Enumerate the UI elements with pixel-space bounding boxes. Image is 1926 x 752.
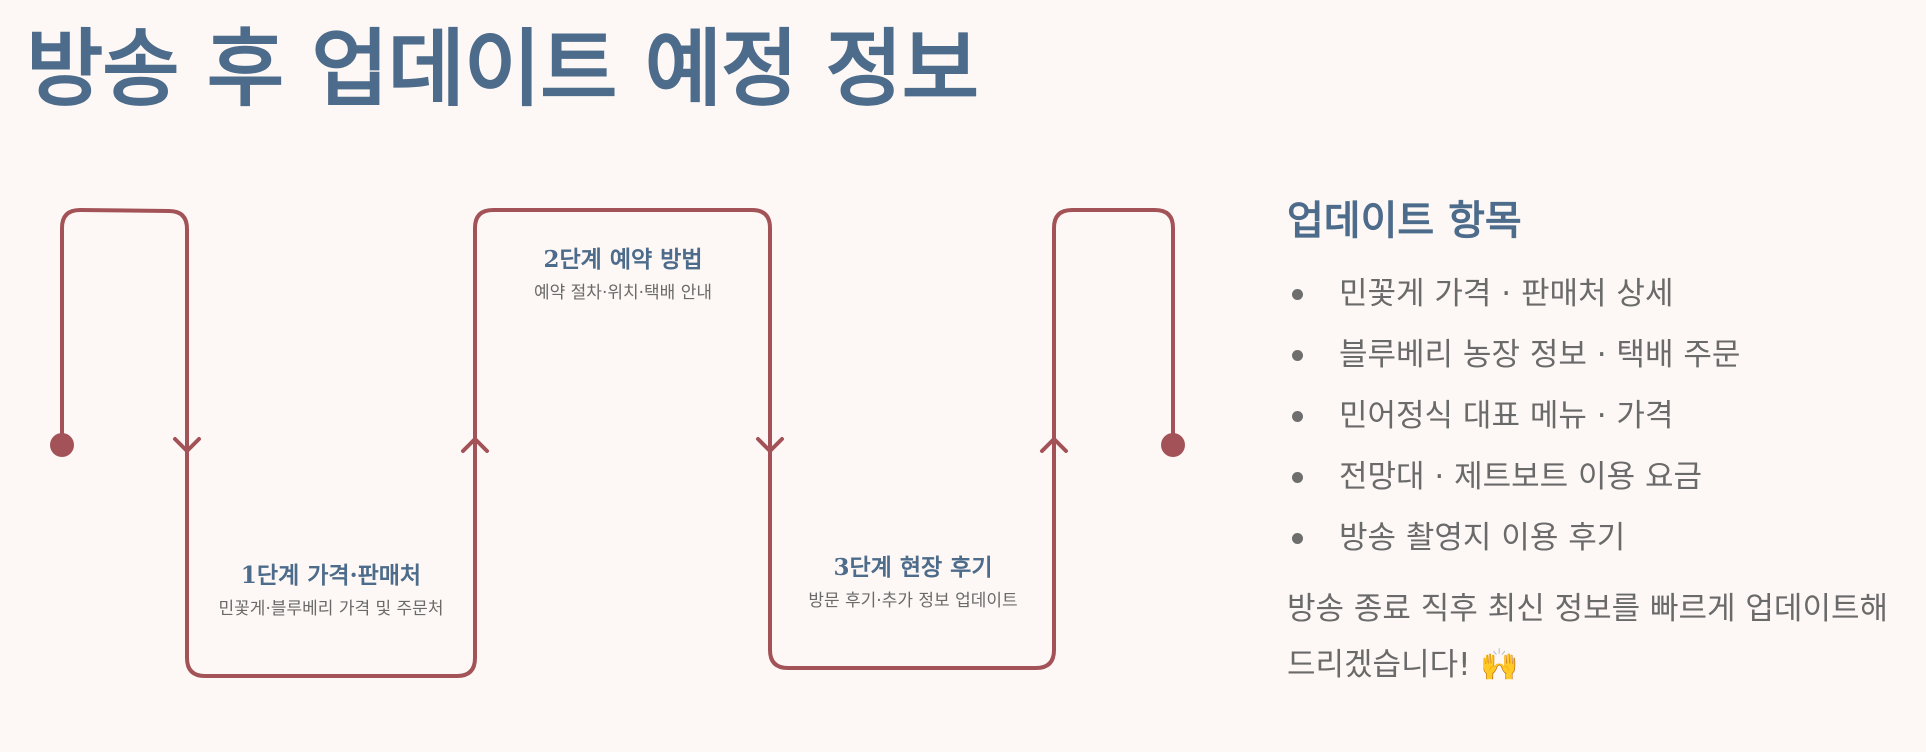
flow-start-dot: [50, 433, 74, 457]
update-panel: 업데이트 항목 민꽃게 가격 · 판매처 상세 블루베리 농장 정보 · 택배 …: [1287, 188, 1907, 693]
flow-end-dot: [1161, 433, 1185, 457]
list-item: 민어정식 대표 메뉴 · 가격: [1287, 396, 1907, 457]
arrow-up-icon: [461, 437, 489, 453]
list-item-label: 민꽃게 가격 · 판매처 상세: [1339, 276, 1674, 312]
list-item: 민꽃게 가격 · 판매처 상세: [1287, 274, 1907, 335]
list-item-label: 방송 촬영지 이용 후기: [1339, 520, 1626, 556]
bullet-icon: [1292, 411, 1303, 422]
step-title: 2단계 예약 방법: [543, 246, 703, 273]
arrow-down-icon: [756, 437, 784, 453]
flow-step-1: 1단계 가격·판매처 민꽃게·블루베리 가격 및 주문처: [218, 556, 444, 622]
page-title: 방송 후 업데이트 예정 정보: [26, 20, 979, 118]
bullet-icon: [1292, 289, 1303, 300]
bullet-icon: [1292, 472, 1303, 483]
update-list: 민꽃게 가격 · 판매처 상세 블루베리 농장 정보 · 택배 주문 민어정식 …: [1287, 274, 1907, 579]
list-item-label: 민어정식 대표 메뉴 · 가격: [1339, 398, 1674, 434]
arrow-up-icon: [1040, 437, 1068, 453]
step-description: 방문 후기·추가 정보 업데이트: [808, 591, 1018, 611]
list-item: 블루베리 농장 정보 · 택배 주문: [1287, 335, 1907, 396]
step-description: 민꽃게·블루베리 가격 및 주문처: [218, 599, 444, 619]
flow-line: [60, 208, 1175, 678]
list-item: 전망대 · 제트보트 이용 요금: [1287, 457, 1907, 518]
step-description: 예약 절차·위치·택배 안내: [533, 283, 712, 303]
list-item-label: 블루베리 농장 정보 · 택배 주문: [1339, 337, 1741, 373]
bullet-icon: [1292, 350, 1303, 361]
arrow-down-icon: [173, 437, 201, 453]
step-title: 1단계 가격·판매처: [240, 562, 422, 589]
flow-step-3: 3단계 현장 후기 방문 후기·추가 정보 업데이트: [800, 548, 1026, 614]
step-title: 3단계 현장 후기: [833, 554, 993, 581]
list-item-label: 전망대 · 제트보트 이용 요금: [1339, 459, 1702, 495]
closing-message: 방송 종료 직후 최신 정보를 빠르게 업데이트해 드리겠습니다! 🙌: [1287, 591, 1889, 683]
bullet-icon: [1292, 533, 1303, 544]
list-item: 방송 촬영지 이용 후기: [1287, 518, 1907, 579]
flow-step-2: 2단계 예약 방법 예약 절차·위치·택배 안내: [508, 240, 738, 306]
update-heading: 업데이트 항목: [1287, 198, 1522, 244]
